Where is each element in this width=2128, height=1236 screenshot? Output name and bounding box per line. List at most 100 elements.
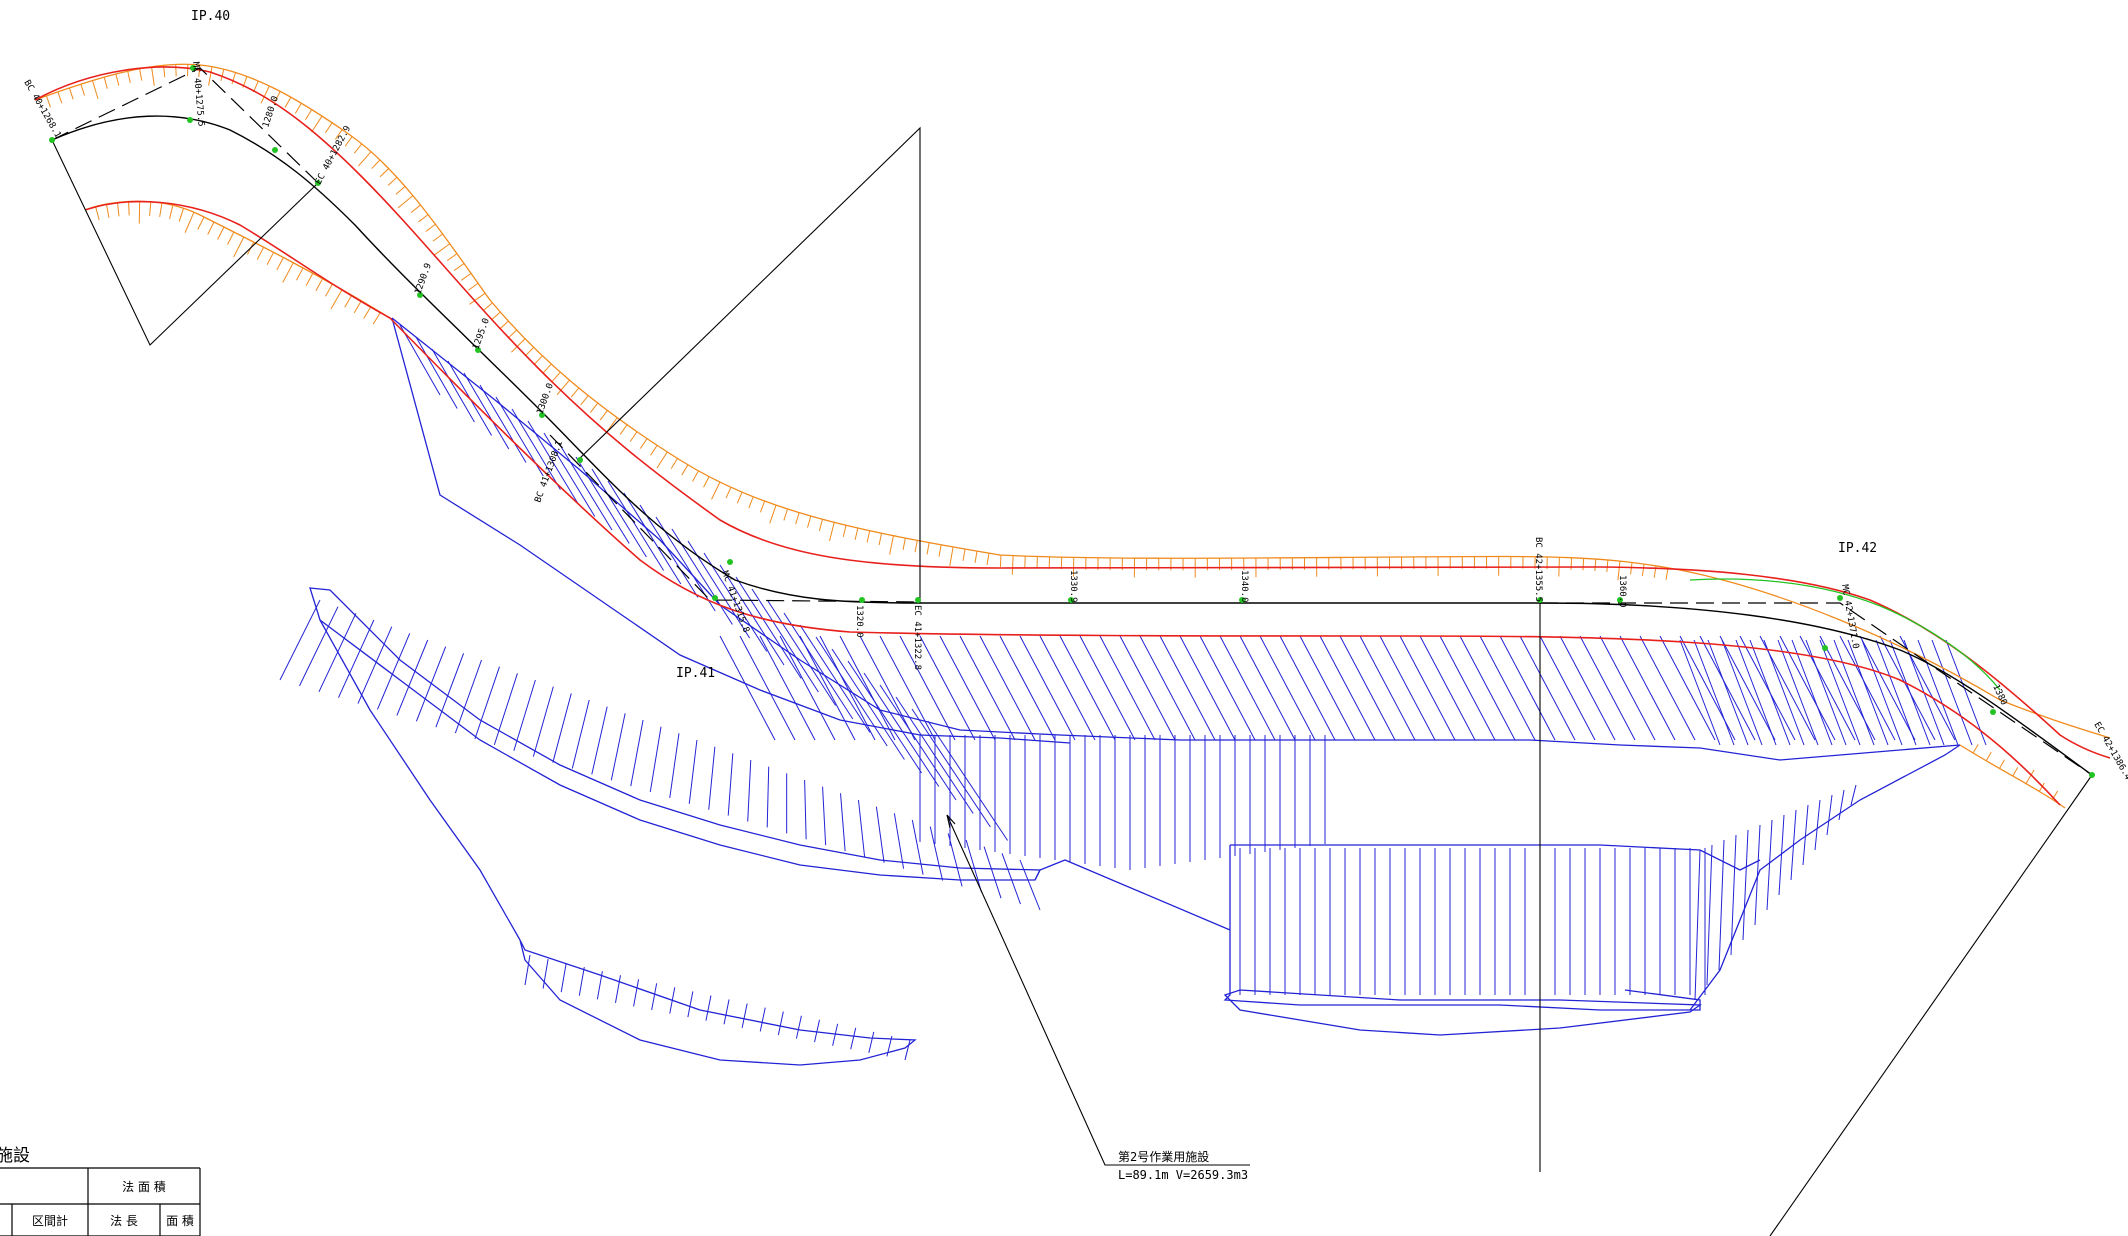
cut-hatch-line xyxy=(962,548,966,561)
fill-hatch-line xyxy=(1859,635,1916,741)
cut-hatch-line xyxy=(227,231,235,245)
cut-hatch-line xyxy=(45,95,51,108)
ip41-label: IP.41 xyxy=(676,666,715,681)
cut-hatch-line xyxy=(149,201,152,216)
cut-hatch-line xyxy=(276,257,284,271)
cut-hatch-line xyxy=(253,80,259,93)
cut-hatch-line xyxy=(902,538,906,550)
station-point-marker xyxy=(417,292,423,298)
station-point-marker xyxy=(727,559,733,565)
fill-hatch-line xyxy=(1742,829,1749,941)
cut-hatch-line xyxy=(748,496,754,509)
cut-hatch-line xyxy=(1641,563,1645,577)
fill-hatch-line xyxy=(947,833,963,887)
fill-hatch-line xyxy=(879,635,936,741)
station-point-marker xyxy=(1537,597,1543,603)
fill-hatch-line xyxy=(879,684,957,801)
fill-hatch-line xyxy=(1838,789,1845,821)
fill-hatch-line xyxy=(747,759,752,822)
fill-hatch-line xyxy=(571,699,590,769)
fill-hatch-line xyxy=(868,1031,875,1053)
fill-hatch-line xyxy=(578,967,585,996)
fill-hatch-line xyxy=(396,639,429,716)
fill-hatch-line xyxy=(999,635,1056,741)
cut-hatch-line xyxy=(260,85,270,104)
cut-hatch-line xyxy=(80,83,86,96)
fill-bench-1 xyxy=(309,587,1042,881)
fill-hatch-line xyxy=(1119,635,1176,741)
fill-hatch-line xyxy=(983,846,1002,899)
cut-hatch-line xyxy=(105,203,110,218)
fill-hatch-line xyxy=(929,826,944,881)
fill-hatch-line xyxy=(911,708,991,828)
fill-hatch-line xyxy=(759,1007,766,1032)
fill-hatch-line xyxy=(1931,639,1973,746)
cut-hatch-line xyxy=(184,212,195,233)
cut-hatch-line xyxy=(395,185,406,195)
fill-hatch-line xyxy=(1763,639,1805,746)
radius-r15 xyxy=(577,126,921,603)
fill-hatch-line xyxy=(415,336,458,409)
fill-hatch-line xyxy=(474,666,500,740)
fill-hatch-line xyxy=(1159,635,1216,741)
cut-hatch-line xyxy=(353,300,362,314)
fill-hatch-line xyxy=(1099,635,1156,741)
fill-hatch-line xyxy=(542,958,549,989)
fill-hatch-line xyxy=(651,983,658,1011)
fill-hatch-line xyxy=(1019,859,1041,911)
fill-hatch-line xyxy=(463,372,510,450)
fill-hatch-line xyxy=(513,679,536,751)
station-1360: 1360.0 xyxy=(1617,575,1627,608)
cut-hatch-line xyxy=(304,109,313,120)
fill-hatch-line xyxy=(552,693,572,763)
station-point-marker xyxy=(315,180,321,186)
fill-hatch-line xyxy=(799,624,871,733)
cut-hatch-line xyxy=(315,278,324,292)
cut-hatch-line xyxy=(1606,559,1609,572)
cut-hatch-line xyxy=(68,87,74,100)
cut-hatch-line xyxy=(807,515,812,528)
station-ec40: EC 40+1282.9 xyxy=(314,124,353,186)
fill-hatch-line xyxy=(1718,839,1725,971)
cut-hatch-line xyxy=(208,66,213,86)
cut-hatch-line xyxy=(305,273,314,286)
cut-slope-hatching xyxy=(45,64,2059,800)
cut-hatch-line xyxy=(590,402,599,413)
cut-hatch-line xyxy=(556,379,570,396)
cut-hatch-line xyxy=(116,202,120,217)
fill-hatch-line xyxy=(1861,639,1903,746)
fill-bottom-edge xyxy=(1230,844,1761,871)
fill-hatch-line xyxy=(614,975,621,1003)
fill-hatch-line xyxy=(840,793,846,852)
cut-hatch-line xyxy=(1665,567,1669,580)
cut-hatch-line xyxy=(233,236,245,258)
cut-hatch-line xyxy=(207,221,215,235)
fill-hatch-line xyxy=(1699,635,1756,741)
cut-hatch-line xyxy=(570,387,580,398)
fill-hatch-line xyxy=(560,963,567,993)
fill-hatch-line xyxy=(1679,639,1721,746)
cut-hatch-line xyxy=(703,476,710,488)
fill-hatch-line xyxy=(735,576,802,679)
fill-hatch-line xyxy=(1579,635,1636,741)
fill-hatch-line xyxy=(1847,639,1889,746)
cut-hatch-line xyxy=(387,176,398,186)
fill-hatch-line xyxy=(723,999,730,1025)
cut-hatch-line xyxy=(974,551,978,564)
fill-hatch-line xyxy=(575,456,630,544)
fill-hatch-line xyxy=(279,599,321,681)
fill-hatch-line xyxy=(1359,635,1416,741)
cut-hatch-line xyxy=(159,203,163,218)
cut-hatch-line xyxy=(425,223,436,232)
cut-hatch-line xyxy=(552,371,561,382)
fill-hatch-line xyxy=(1439,635,1496,741)
cut-hatch-line xyxy=(325,283,333,297)
fill-hatch-line xyxy=(886,1035,893,1057)
cut-hatch-line xyxy=(619,424,628,435)
cut-hatch-line xyxy=(344,136,353,147)
cut-hatch-line xyxy=(1617,561,1621,581)
cut-hatch-line xyxy=(127,71,131,84)
table-grid xyxy=(0,1167,201,1236)
cut-hatch-line xyxy=(499,320,509,330)
